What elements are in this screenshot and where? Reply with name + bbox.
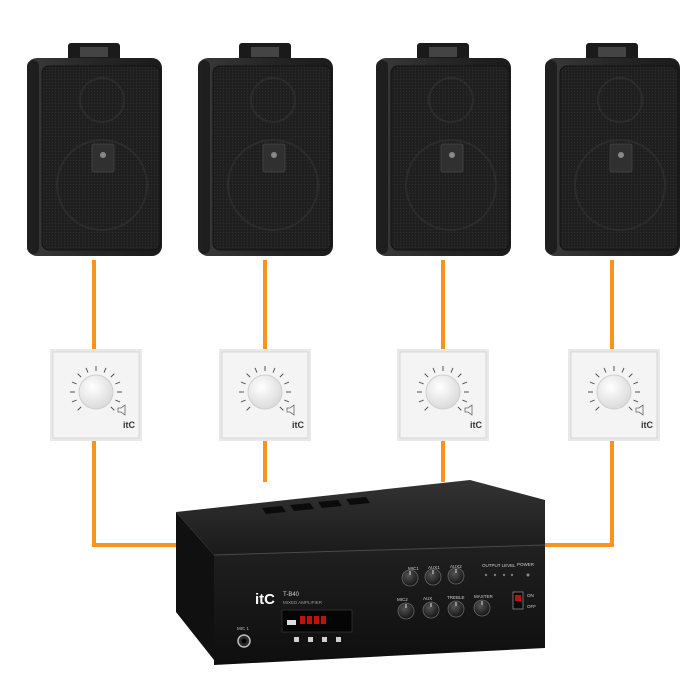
output-level-label: OUTPUT LEVEL [482, 563, 516, 568]
knob-label-aux2: AUX2 [450, 564, 462, 569]
amplifier-knob[interactable] [424, 568, 442, 586]
amplifier-subtitle: MIXED AMPLIFIER [283, 600, 323, 605]
amplifier-knob[interactable] [397, 602, 415, 620]
amplifier-knob[interactable] [473, 599, 491, 617]
knob-label-master: MASTER [474, 594, 494, 599]
amplifier-model: T-B40 [283, 592, 300, 598]
amplifier-knob[interactable] [447, 567, 465, 585]
wall-volume-control: itC [397, 349, 489, 441]
amplifier-brand: itC [255, 591, 275, 608]
volume-brand-logo: itC [123, 420, 135, 430]
cable-4b [543, 438, 614, 547]
knob-label-mic2: MIC2 [397, 597, 408, 602]
cable-1b [92, 438, 180, 547]
media-button-1[interactable] [294, 637, 299, 642]
knob-label-aux: AUX [423, 596, 432, 601]
wall-speaker [545, 43, 680, 256]
woofer-outline [227, 139, 319, 231]
mixer-amplifier: itC T-B40 MIXED AMPLIFIER MIC 1 MIC1 AUX… [176, 480, 546, 665]
tweeter-outline [597, 77, 643, 123]
amplifier-knob[interactable] [422, 601, 440, 619]
amplifier-knob[interactable] [401, 569, 419, 587]
vent-slots [262, 497, 370, 514]
tweeter-outline [79, 77, 125, 123]
woofer-outline [574, 139, 666, 231]
knob-label-treble: TREBLE [447, 595, 465, 600]
media-button-3[interactable] [322, 637, 327, 642]
mic-input-label: MIC 1 [237, 626, 249, 631]
volume-knob[interactable] [247, 374, 283, 410]
speaker-volume-icon [286, 404, 295, 416]
volume-brand-logo: itC [641, 420, 653, 430]
woofer-outline [56, 139, 148, 231]
wall-volume-control: itC [219, 349, 311, 441]
speaker-cables [92, 260, 614, 547]
volume-scale-ticks [417, 366, 469, 411]
knob-label-mic1: MIC1 [408, 566, 419, 571]
wall-speaker [198, 43, 333, 256]
wall-volume-control: itC [50, 349, 142, 441]
volume-scale-ticks [588, 366, 640, 411]
amplifier-top-panel [176, 480, 545, 555]
wall-speaker [27, 43, 162, 256]
usb-port[interactable] [287, 620, 296, 625]
wall-volume-control: itC [568, 349, 660, 441]
amplifier-knobs [397, 567, 491, 620]
tweeter-outline [428, 77, 474, 123]
power-off-label: OFF [527, 604, 536, 609]
volume-knob[interactable] [425, 374, 461, 410]
media-button-2[interactable] [308, 637, 313, 642]
wall-speaker [376, 43, 511, 256]
woofer-outline [405, 139, 497, 231]
display-digits [300, 616, 326, 624]
power-on-label: ON [527, 593, 534, 598]
power-label: POWER [517, 562, 535, 567]
volume-knob[interactable] [596, 374, 632, 410]
amplifier-side-panel [176, 512, 214, 660]
volume-brand-logo: itC [470, 420, 482, 430]
speaker-volume-icon [117, 404, 126, 416]
output-level-leds [484, 573, 514, 577]
volume-knob[interactable] [78, 374, 114, 410]
tweeter-outline [250, 77, 296, 123]
knob-label-aux1: AUX1 [428, 565, 440, 570]
amplifier-knob[interactable] [447, 600, 465, 618]
speaker-volume-icon [635, 404, 644, 416]
volume-scale-ticks [70, 366, 122, 411]
speaker-volume-icon [464, 404, 473, 416]
volume-scale-ticks [239, 366, 291, 411]
media-buttons [294, 637, 341, 642]
volume-brand-logo: itC [292, 420, 304, 430]
media-button-4[interactable] [336, 637, 341, 642]
power-led [526, 573, 530, 577]
